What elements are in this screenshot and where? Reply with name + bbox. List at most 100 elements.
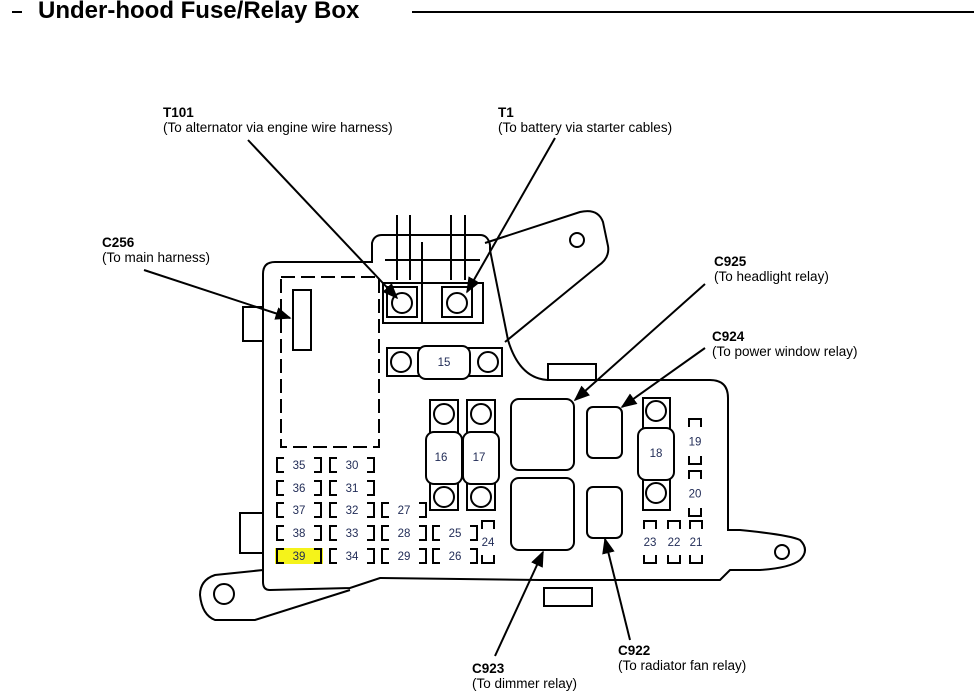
fuse-30-slot-left [329, 457, 337, 473]
fuse-26-slot-right [470, 548, 478, 564]
fuse-16-label: 16 [435, 452, 448, 464]
fuse-27-label: 27 [398, 505, 411, 517]
fuse-34-slot-right [367, 548, 375, 564]
fuse-24-slot-bottom [481, 555, 495, 564]
callout-code: C925 [714, 254, 747, 269]
fuse-39-highlight [275, 548, 323, 564]
fuse-17-body [462, 431, 500, 485]
callout-c923: C923 (To dimmer relay) [472, 661, 577, 691]
callout-code: T1 [498, 105, 514, 120]
fuse-36-label: 36 [293, 483, 306, 495]
fuse-39-slot-left [276, 548, 284, 564]
lower-mount-hole [213, 583, 235, 605]
fuse-29-slot-left [381, 548, 389, 564]
callout-code: C922 [618, 643, 651, 658]
callout-desc: (To dimmer relay) [472, 676, 578, 691]
fuse-22-label: 22 [668, 537, 681, 549]
fuse-17-label: 17 [473, 452, 486, 464]
relay-c922 [586, 486, 623, 539]
fuse-28-slot-right [419, 525, 427, 541]
battery-cable-left [396, 215, 411, 280]
page-title: Under-hood Fuse/Relay Box [38, 0, 360, 24]
fuse-27-slot-left [381, 502, 389, 518]
title-rule-left [12, 11, 22, 13]
fuse-28-label: 28 [398, 528, 411, 540]
fuse-33-slot-left [329, 525, 337, 541]
fuse-36-slot-left [276, 480, 284, 496]
fuse-38-label: 38 [293, 528, 306, 540]
fuse-35-slot-right [314, 457, 322, 473]
fuse-38-slot-right [314, 525, 322, 541]
fuse-31-slot-right [367, 480, 375, 496]
fuse-39-label: 39 [293, 551, 306, 563]
side-tab-upper [242, 306, 264, 342]
terminal-t101 [386, 286, 418, 318]
fuse-15-label: 15 [438, 357, 451, 369]
fuse-23-slot-bottom [643, 555, 657, 564]
fuse-27-slot-right [419, 502, 427, 518]
relay-c925 [510, 398, 575, 471]
callout-desc: (To main harness) [102, 250, 211, 265]
fuse-20-slot-bottom [688, 508, 702, 517]
callout-code: C256 [102, 235, 135, 250]
fuse-32-slot-left [329, 502, 337, 518]
fuse-26-label: 26 [449, 551, 462, 563]
side-tab-lower [239, 512, 264, 554]
fuse-30-slot-right [367, 457, 375, 473]
fuse-34-label: 34 [346, 551, 359, 563]
bottom-tab [543, 587, 593, 607]
fuse-35-label: 35 [293, 460, 306, 472]
terminal-t101-bolt [391, 292, 413, 314]
fuse-21-label: 21 [690, 537, 703, 549]
top-tab [547, 363, 597, 381]
fuse-19-label: 19 [689, 437, 702, 449]
fuse-24-label: 24 [482, 537, 495, 549]
fuse-18-label: 18 [650, 448, 663, 460]
terminal-t1 [441, 286, 473, 318]
relay-c923 [510, 477, 575, 551]
callout-code: T101 [163, 105, 194, 120]
fuse-23-label: 23 [644, 537, 657, 549]
fuse-19-slot-bottom [688, 456, 702, 465]
fuse-35-slot-left [276, 457, 284, 473]
fuse-29-label: 29 [398, 551, 411, 563]
fuse-26-slot-left [432, 548, 440, 564]
fuse-24-slot-top [481, 520, 495, 529]
terminal-t1-bolt [446, 292, 468, 314]
c256-connector-area [280, 276, 380, 448]
fuse-box-housing [262, 234, 806, 592]
fuse-32-label: 32 [346, 505, 359, 517]
right-mount-hole [774, 544, 790, 560]
callout-t1: T1 (To battery via starter cables) [498, 105, 672, 135]
fuse-34-slot-left [329, 548, 337, 564]
callout-c925: C925 (To headlight relay) [714, 254, 829, 284]
fuse-37-slot-left [276, 502, 284, 518]
fuse-28-slot-left [381, 525, 389, 541]
fuse-37-slot-right [314, 502, 322, 518]
fuse-36-slot-right [314, 480, 322, 496]
fuse-38-slot-left [276, 525, 284, 541]
fuse-25-slot-right [470, 525, 478, 541]
fuse-25-label: 25 [449, 528, 462, 540]
fuse-18-body [637, 427, 675, 481]
fuse-31-slot-left [329, 480, 337, 496]
fuse-25-slot-left [432, 525, 440, 541]
fuse-20-slot-top [688, 470, 702, 479]
fuse-33-label: 33 [346, 528, 359, 540]
lower-mount-bracket [198, 569, 351, 621]
title-rule-right [412, 11, 974, 13]
upper-mount-hole [569, 232, 585, 248]
fuse-39-slot-right [314, 548, 322, 564]
fuse-31-label: 31 [346, 483, 359, 495]
callout-desc: (To battery via starter cables) [498, 120, 673, 135]
callout-code: C924 [712, 329, 745, 344]
page-header: Under-hood Fuse/Relay Box [0, 0, 974, 30]
fuse-21-slot-bottom [689, 555, 703, 564]
fuse-21-slot-top [689, 520, 703, 529]
upper-mount-bracket [484, 210, 610, 343]
fuse-22-slot-top [667, 520, 681, 529]
fuse-33-slot-right [367, 525, 375, 541]
fuse-30-label: 30 [346, 460, 359, 472]
fuse-32-slot-right [367, 502, 375, 518]
